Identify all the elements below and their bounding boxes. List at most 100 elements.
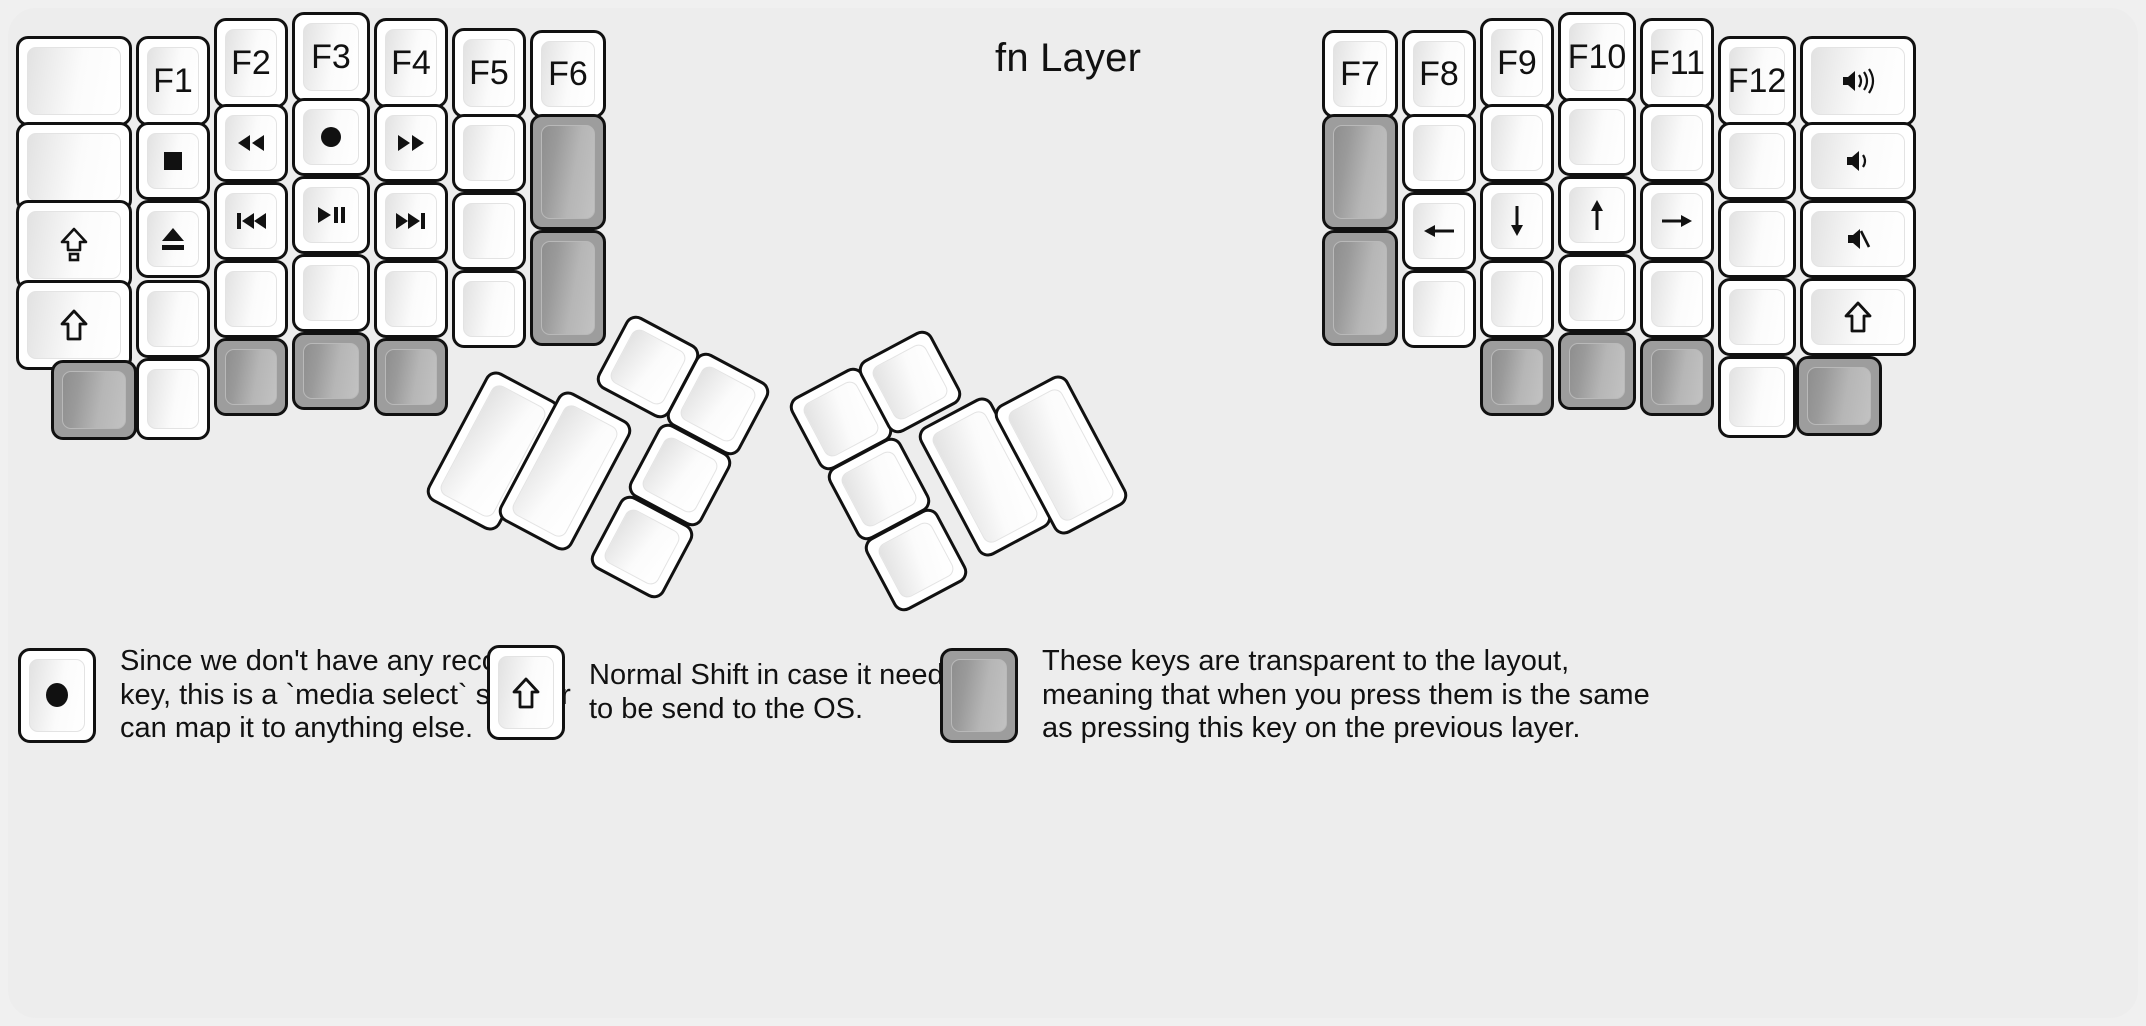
- keycap-surface: [875, 519, 957, 601]
- key-right-c5-r3[interactable]: [1718, 278, 1796, 356]
- key-left-c1-r4[interactable]: [136, 358, 210, 440]
- key-right-c4-r0[interactable]: F11: [1640, 18, 1714, 108]
- key-label: F9: [1497, 44, 1537, 82]
- key-left-c4-r1[interactable]: [374, 104, 448, 182]
- key-left-c3-r4-transparent[interactable]: [292, 332, 370, 410]
- key-right-c4-r3[interactable]: [1640, 260, 1714, 338]
- key-right-c2-r4-transparent[interactable]: [1480, 338, 1554, 416]
- legend-key-2: [940, 647, 1018, 743]
- key-right-c5-r1[interactable]: [1718, 122, 1796, 200]
- key-right-c0-r1-transparent[interactable]: [1322, 114, 1398, 230]
- key-right-c2-r3[interactable]: [1480, 260, 1554, 338]
- keycap-surface: [303, 187, 359, 243]
- key-right-c5-r4[interactable]: [1718, 356, 1796, 438]
- key-left-c4-r4-transparent[interactable]: [374, 338, 448, 416]
- keycap-surface: F3: [303, 23, 359, 91]
- key-right-c6-r3[interactable]: [1800, 278, 1916, 356]
- media-eject-icon: [159, 226, 187, 252]
- key-left-c3-r1[interactable]: [292, 98, 370, 176]
- key-right-c6-r2[interactable]: [1800, 200, 1916, 278]
- key-left-c4-r3[interactable]: [374, 260, 448, 338]
- key-right-c4-r1[interactable]: [1640, 104, 1714, 182]
- key-left-c1-r2[interactable]: [136, 200, 210, 278]
- keycap-surface: [385, 193, 437, 249]
- key-right-c5-r0[interactable]: F12: [1718, 36, 1796, 126]
- key-left-c5-r1[interactable]: [452, 114, 526, 192]
- key-left-c0-r4-transparent[interactable]: [51, 360, 137, 440]
- key-right-c4-r4-transparent[interactable]: [1640, 338, 1714, 416]
- keycap-surface: [1811, 133, 1905, 189]
- key-left-c6-r2-transparent[interactable]: [530, 230, 606, 346]
- key-left-c0-r1[interactable]: [16, 122, 132, 212]
- keycap-surface: [225, 193, 277, 249]
- key-right-c6-r1[interactable]: [1800, 122, 1916, 200]
- key-right-c3-r4-transparent[interactable]: [1558, 332, 1636, 410]
- key-right-c6-r4-transparent[interactable]: [1796, 356, 1882, 436]
- keycap-surface: [1729, 289, 1785, 345]
- keycap-surface: [1413, 125, 1465, 181]
- key-left-c2-r2[interactable]: [214, 182, 288, 260]
- keycap-surface: F7: [1333, 41, 1387, 107]
- keycap-surface: [225, 271, 277, 327]
- key-right-c0-r0[interactable]: F7: [1322, 30, 1398, 118]
- key-right-c6-r0[interactable]: [1800, 36, 1916, 126]
- key-left-c4-r2[interactable]: [374, 182, 448, 260]
- keycap-surface: F4: [385, 29, 437, 97]
- key-left-c2-r1[interactable]: [214, 104, 288, 182]
- keycap-surface: F6: [541, 41, 595, 107]
- key-left-c2-r4-transparent[interactable]: [214, 338, 288, 416]
- media-next-icon: [395, 211, 427, 231]
- key-label: F2: [231, 44, 271, 82]
- key-right-c1-r1[interactable]: [1402, 114, 1476, 192]
- key-right-c3-r0[interactable]: F10: [1558, 12, 1636, 102]
- volume-up-icon: [1840, 67, 1876, 95]
- key-left-c3-r0[interactable]: F3: [292, 12, 370, 102]
- keycap-surface: [225, 349, 277, 405]
- key-left-c4-r0[interactable]: F4: [374, 18, 448, 108]
- key-left-c1-r3[interactable]: [136, 280, 210, 358]
- key-left-c5-r0[interactable]: F5: [452, 28, 526, 118]
- media-previous-icon: [235, 211, 267, 231]
- key-label: F11: [1648, 44, 1706, 82]
- key-left-c5-r3[interactable]: [452, 270, 526, 348]
- key-left-c2-r0[interactable]: F2: [214, 18, 288, 108]
- keycap-surface: [1413, 281, 1465, 337]
- key-left-c2-r3[interactable]: [214, 260, 288, 338]
- key-right-c2-r0[interactable]: F9: [1480, 18, 1554, 108]
- key-right-c3-r3[interactable]: [1558, 254, 1636, 332]
- key-left-c3-r3[interactable]: [292, 254, 370, 332]
- media-fastforward-icon: [396, 133, 426, 153]
- key-right-c1-r3[interactable]: [1402, 270, 1476, 348]
- key-left-c0-r0[interactable]: [16, 36, 132, 126]
- key-right-c3-r1[interactable]: [1558, 98, 1636, 176]
- key-left-c1-r1[interactable]: [136, 122, 210, 200]
- key-right-c5-r2[interactable]: [1718, 200, 1796, 278]
- keycap-surface: F10: [1568, 23, 1626, 91]
- key-label: F1: [153, 62, 193, 100]
- keycap-surface: [27, 211, 121, 279]
- keycap-surface: [62, 371, 126, 429]
- key-left-c6-r0[interactable]: F6: [530, 30, 606, 118]
- keycap-surface: [1807, 367, 1871, 425]
- key-right-c2-r2[interactable]: [1480, 182, 1554, 260]
- key-left-c6-r1-transparent[interactable]: [530, 114, 606, 230]
- media-rewind-icon: [236, 133, 266, 153]
- key-left-c1-r0[interactable]: F1: [136, 36, 210, 126]
- key-right-c2-r1[interactable]: [1480, 104, 1554, 182]
- key-left-c0-r3[interactable]: [16, 280, 132, 370]
- key-right-c4-r2[interactable]: [1640, 182, 1714, 260]
- keycap-surface: [1569, 343, 1625, 399]
- key-right-c0-r2-transparent[interactable]: [1322, 230, 1398, 346]
- key-right-c3-r2[interactable]: [1558, 176, 1636, 254]
- key-label: F8: [1419, 55, 1459, 93]
- key-right-c1-r0[interactable]: F8: [1402, 30, 1476, 118]
- keycap-surface: [1333, 125, 1387, 219]
- keycap-surface: [1651, 271, 1703, 327]
- keycap-surface: [639, 434, 721, 516]
- keycap-surface: [541, 241, 595, 335]
- key-left-c3-r2[interactable]: [292, 176, 370, 254]
- key-right-c1-r2[interactable]: [1402, 192, 1476, 270]
- key-left-c5-r2[interactable]: [452, 192, 526, 270]
- key-label: F7: [1340, 55, 1380, 93]
- key-left-c0-r2[interactable]: [16, 200, 132, 290]
